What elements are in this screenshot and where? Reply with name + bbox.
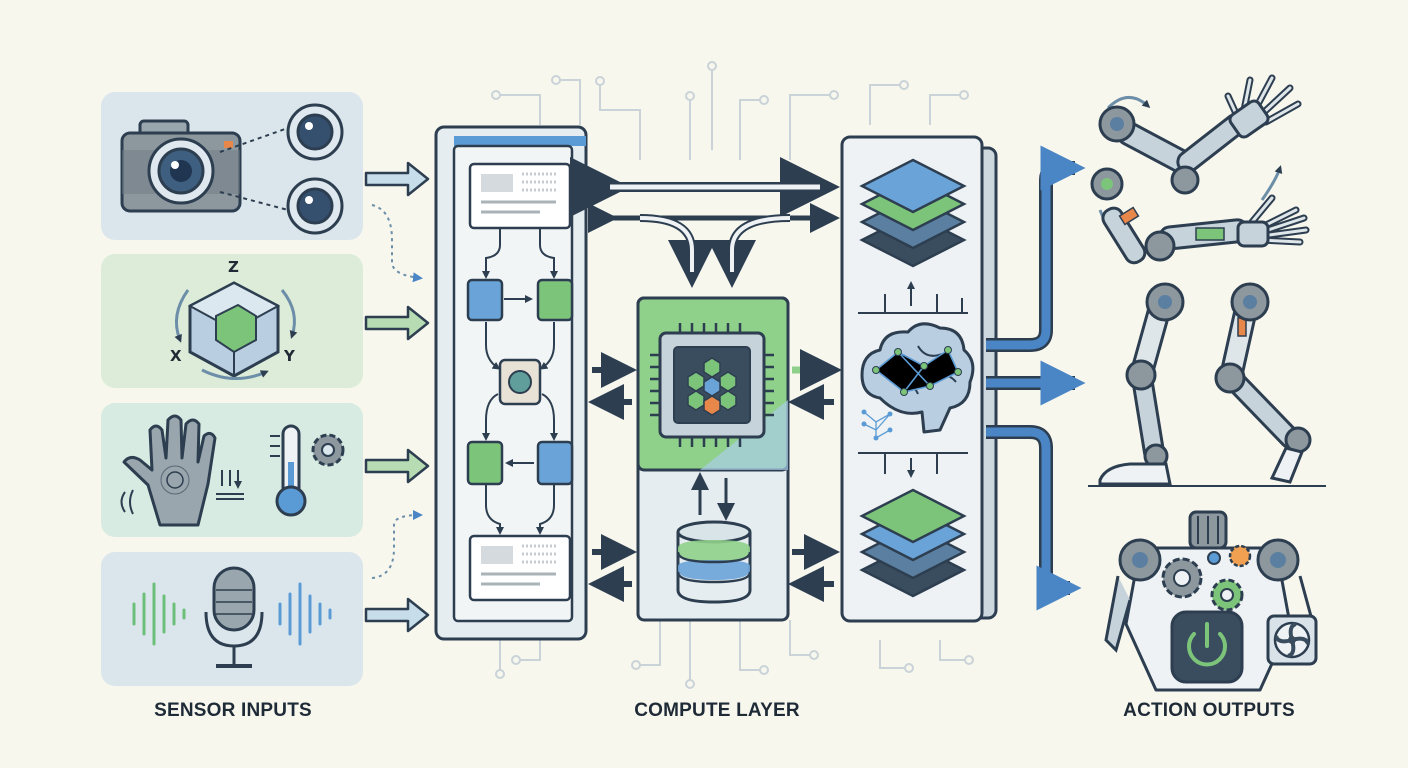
model-panel [840, 135, 998, 623]
fan-icon [1266, 614, 1318, 666]
compute-layer-label: COMPUTE LAYER [634, 700, 800, 721]
gear-icon [311, 433, 345, 467]
compute-core-panel [636, 296, 790, 622]
sensor-imu-panel: Z X Y [101, 254, 363, 388]
tactile-hand-icon [120, 414, 245, 527]
robot-leg-icon [1088, 282, 1326, 487]
arrow-tactile [364, 448, 430, 484]
sensor-tactile-panel [101, 403, 363, 537]
flow-graph [482, 228, 558, 535]
preprocessing-panel [434, 125, 588, 641]
data-card-top [468, 162, 572, 230]
model-to-output-arrows [986, 161, 1075, 595]
circuit-traces [491, 61, 974, 689]
flow-node-green-2 [466, 440, 504, 486]
arrow-camera [364, 161, 430, 197]
power-icon [1170, 610, 1244, 684]
robot-arm-icon [1090, 74, 1310, 265]
arrow-audio [364, 597, 430, 633]
flow-node-blue-2 [536, 440, 574, 486]
data-card-bottom [468, 534, 572, 602]
action-outputs-label: ACTION OUTPUTS [1123, 700, 1295, 721]
flow-node-blue-1 [466, 278, 504, 322]
processor-chip-icon [650, 323, 774, 447]
layer-stack-icon [859, 158, 967, 268]
axis-x-label: X [170, 347, 182, 365]
sensor-camera-panel [101, 92, 363, 240]
microphone-icon [204, 566, 264, 668]
sensor-inputs-label: SENSOR INPUTS [154, 700, 312, 721]
thermometer-icon [270, 424, 307, 517]
axis-y-label: Y [283, 347, 296, 365]
database-icon [676, 520, 752, 604]
axis-z-label: Z [228, 258, 239, 276]
layer-stack-icon-lower [859, 488, 967, 598]
flow-node-green-1 [536, 278, 574, 322]
stereo-lens-icon [219, 103, 344, 235]
camera-icon [120, 119, 242, 213]
neural-brain-icon [860, 322, 975, 441]
arrow-imu [364, 305, 430, 341]
robot-torso-icon [1104, 510, 1318, 692]
arrow-to-arm [986, 145, 1086, 350]
arrow-to-torso [986, 427, 1082, 611]
soundwave-icon [132, 582, 332, 646]
imu-cube-icon: Z X Y [170, 258, 298, 381]
gear-cluster-icon [1161, 544, 1252, 612]
compute-connectors [570, 157, 842, 602]
sensor-to-compute-arrows [364, 161, 430, 633]
sensor-audio-panel [101, 552, 363, 686]
